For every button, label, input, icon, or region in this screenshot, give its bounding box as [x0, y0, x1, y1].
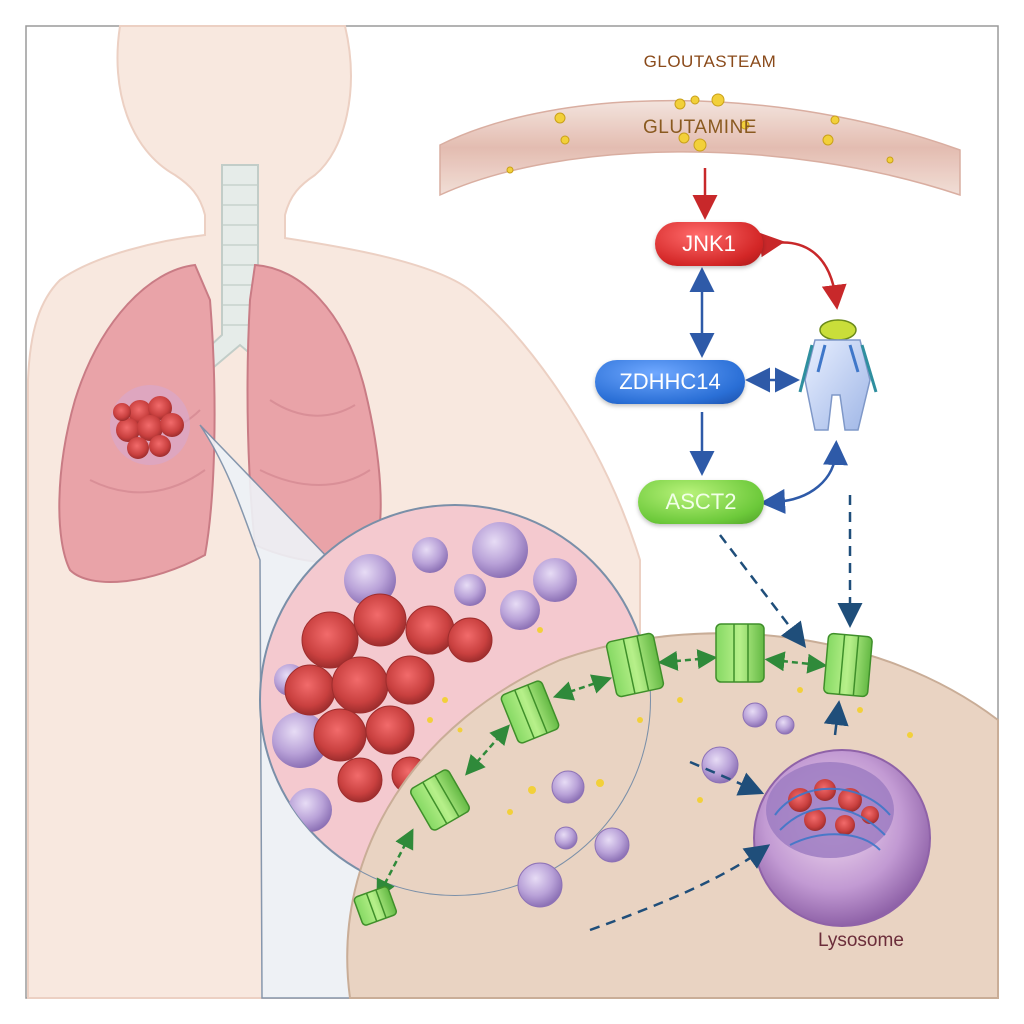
- pathway-arrows: [589, 168, 863, 932]
- arrow-lysosome-transporter: [823, 700, 849, 736]
- membrane-transport-arrows: [376, 649, 828, 900]
- asct2-transporter-icon: [353, 623, 873, 926]
- glutamine-label: GLUTAMINE: [643, 117, 757, 138]
- arrow-vesicle-lysosome: [689, 760, 765, 796]
- asct2-node: ASCT2: [638, 480, 764, 524]
- arrow-asct2-membrane: [719, 534, 807, 648]
- tumor-icon: [110, 385, 190, 465]
- jnk1-node: JNK1: [655, 222, 763, 266]
- transporter-protein-icon: [798, 319, 878, 431]
- arrow-jnk1-receptor: [758, 232, 847, 310]
- vesicles: [517, 702, 795, 908]
- zdhhc14-node: ZDHHC14: [595, 360, 745, 404]
- lysosome-icon: [753, 749, 931, 927]
- arrow-asct2-receptor: [760, 440, 848, 514]
- bloodstream-label: GLOUTASTEAM: [643, 52, 777, 71]
- lysosome-label: Lysosome: [818, 930, 904, 951]
- glutamine-particles: [507, 687, 913, 815]
- arrow-to-lysosome: [589, 844, 771, 932]
- blood-vessel-icon: [439, 93, 961, 197]
